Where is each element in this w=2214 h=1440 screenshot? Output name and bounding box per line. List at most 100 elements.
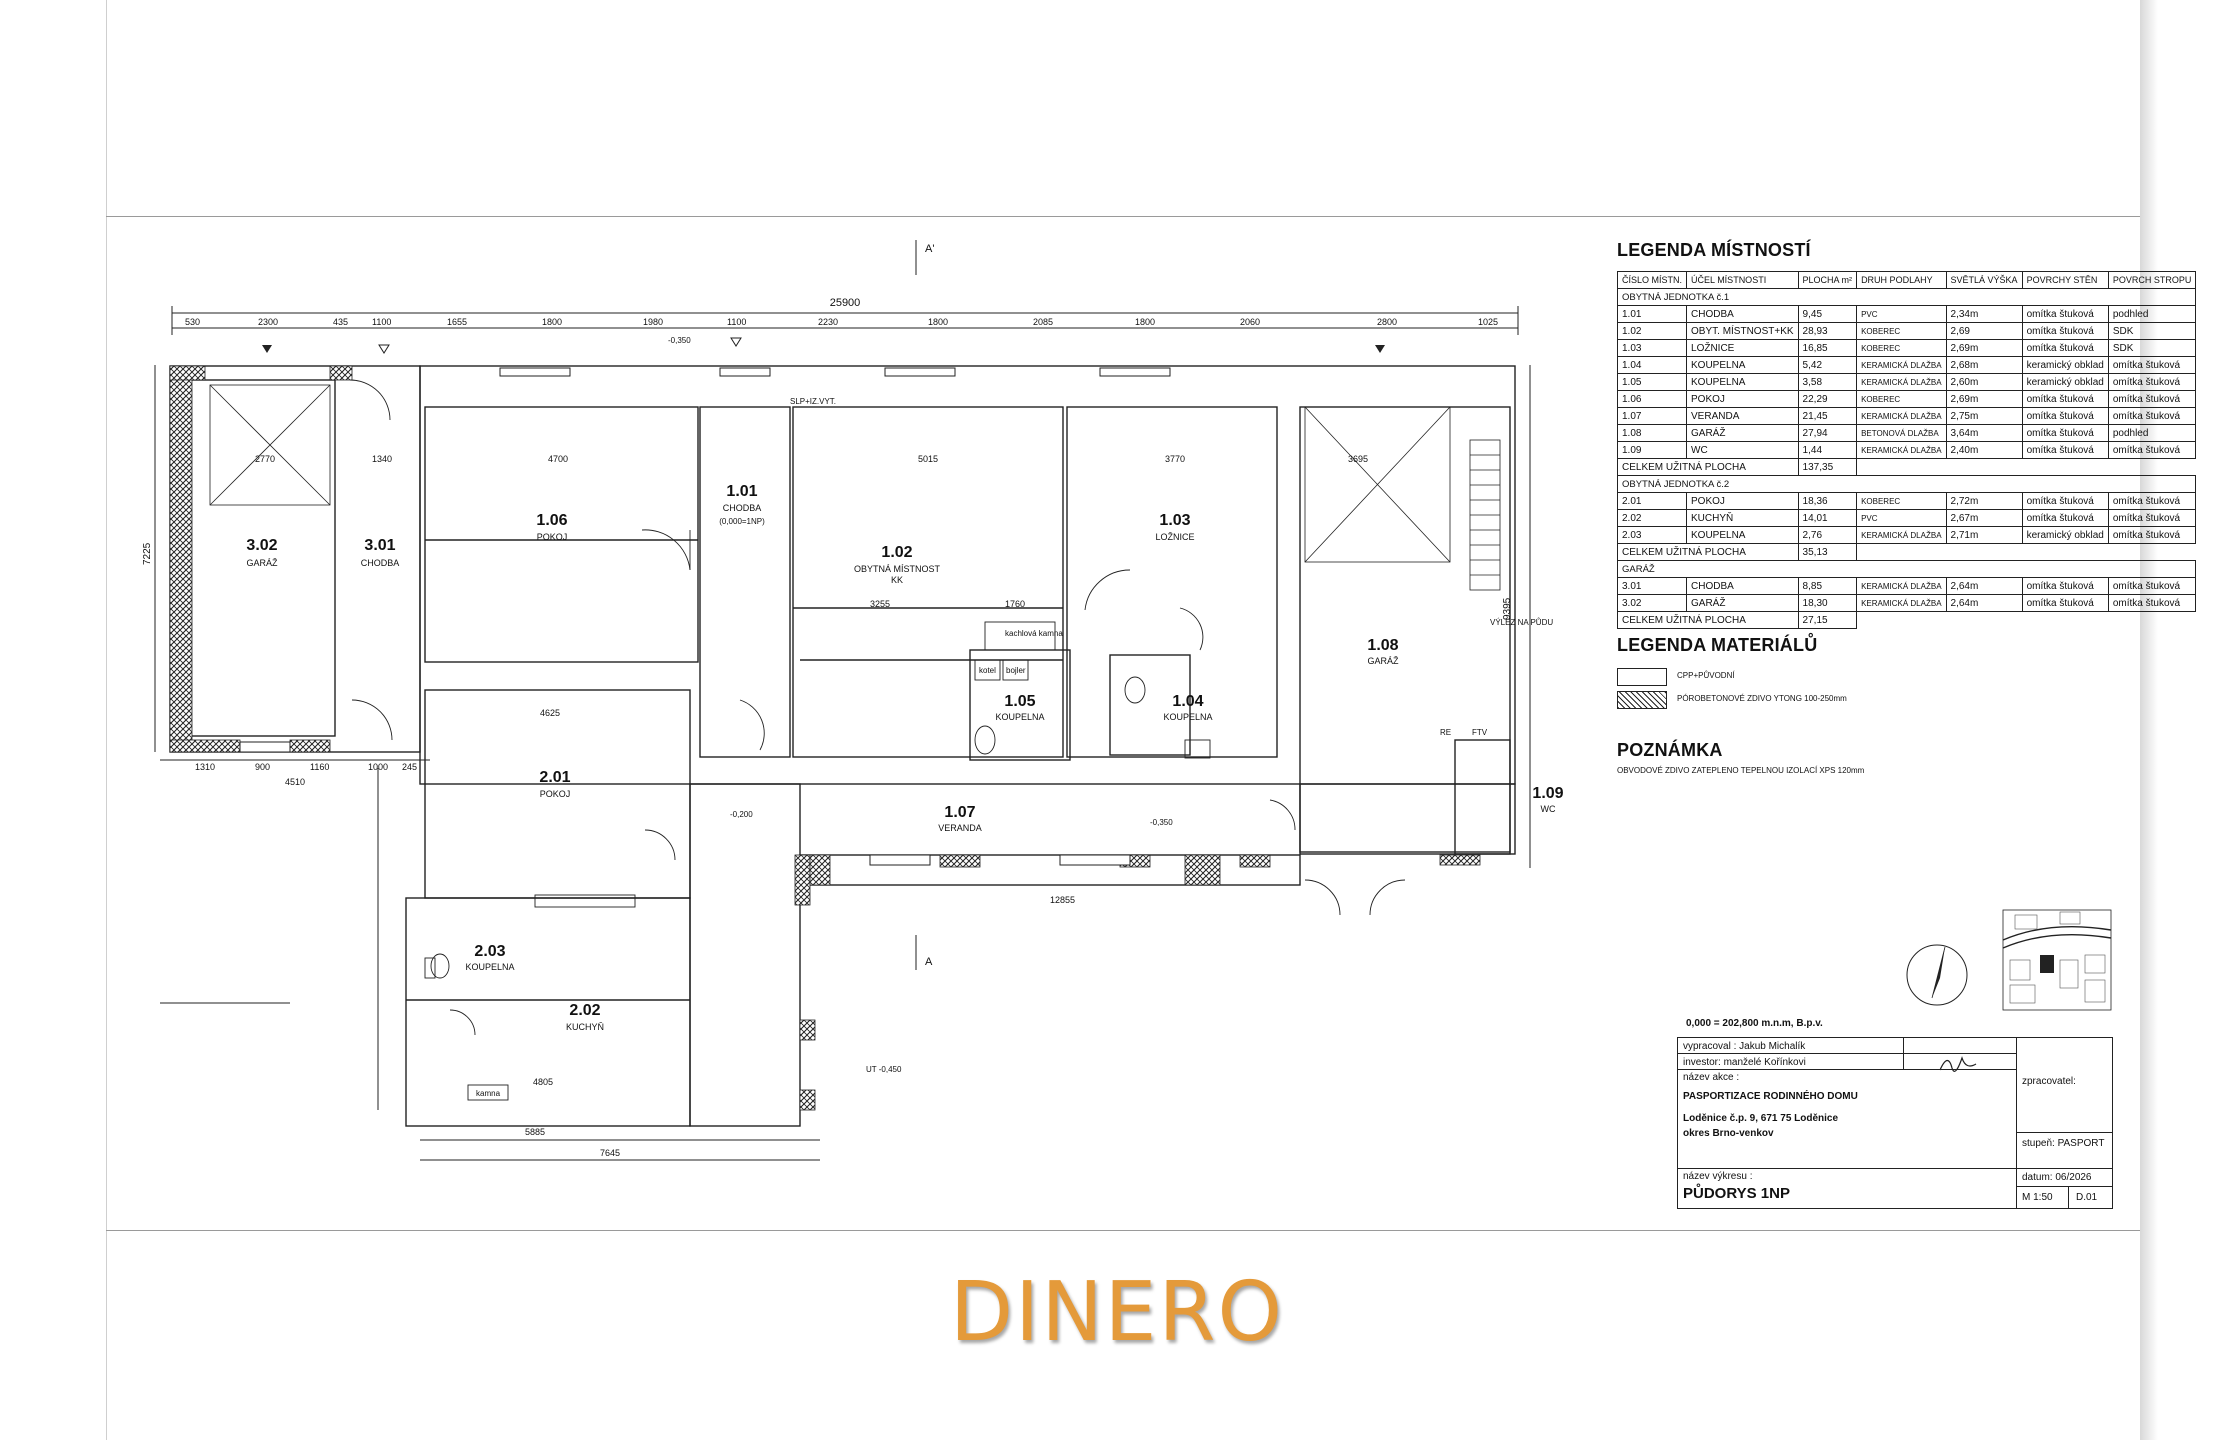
legend-total-label: CELKEM UŽITNÁ PLOCHA	[1617, 543, 1799, 561]
level-label: UT -0,450	[866, 1065, 902, 1074]
section-mark-top: A'	[925, 243, 934, 255]
ftv-label: FTV	[1472, 728, 1488, 737]
garage-void-marks	[209, 384, 1501, 591]
project-stage: stupeň: PASPORT	[2022, 1138, 2105, 1149]
prepared-by: vypracoval : Jakub Michalík	[1683, 1041, 1806, 1052]
room-number: 1.08	[1367, 637, 1398, 654]
room-name: KOUPELNA	[995, 712, 1044, 722]
sheet-top-rule	[106, 216, 2140, 217]
room-name: VERANDA	[938, 823, 982, 833]
legend-cell: KOBEREC	[1856, 339, 1947, 357]
legend-cell: 2,69m	[1945, 390, 2023, 408]
level-label: -0,200	[730, 810, 753, 819]
col-header: DRUH PODLAHY	[1856, 271, 1947, 289]
legend-cell: 1.05	[1616, 373, 1688, 391]
dim-text: 1100	[727, 317, 746, 327]
project-label: název akce :	[1683, 1072, 1740, 1083]
legend-cell: 8,85	[1797, 577, 1858, 595]
dim-text: 4805	[533, 1077, 553, 1087]
legend-cell: omítka štuková	[2107, 509, 2197, 527]
legend-cell: 28,93	[1797, 322, 1858, 340]
room-number: 2.02	[569, 1002, 600, 1019]
legend-group-row: OBYTNÁ JEDNOTKA č.2	[1616, 475, 2197, 493]
legend-cell: PVC	[1856, 305, 1947, 323]
top-chain-dimensions: 530 2300 435 1100 1655 1800 1980 1100 22…	[185, 317, 1498, 327]
slp-label: SLP+IZ.VYT.	[790, 397, 836, 406]
drawing-date: datum: 06/2026	[2022, 1172, 2092, 1183]
room-name: POKOJ	[540, 789, 571, 799]
legend-cell: BETONOVÁ DLAŽBA	[1856, 424, 1947, 442]
legend-cell: omítka štuková	[2021, 424, 2109, 442]
legend-cell: KOUPELNA	[1686, 373, 1799, 391]
room-sub-name: KK	[891, 575, 903, 585]
col-header: SVĚTLÁ VÝŠKA	[1945, 271, 2023, 289]
level-label: -0,350	[668, 336, 691, 345]
legend-header-row: ČÍSLO MÍSTN. ÚČEL MÍSTNOSTI PLOCHA m² DR…	[1616, 271, 2197, 289]
legend-cell: KERAMICKÁ DLAŽBA	[1856, 356, 1947, 374]
legend-cell: CHODBA	[1686, 577, 1799, 595]
drawing-scale: M 1:50	[2022, 1192, 2053, 1203]
dim-text: 1100	[372, 317, 391, 327]
legend-cell: 18,36	[1797, 492, 1858, 510]
materials-legend-title: LEGENDA MATERIÁLŮ	[1617, 635, 1818, 655]
legend-cell: 2.02	[1616, 509, 1688, 527]
note-title: POZNÁMKA	[1617, 740, 1723, 760]
title-block: vypracoval : Jakub Michalík investor: ma…	[1677, 1037, 2113, 1209]
address-line-1: Loděnice č.p. 9, 671 75 Loděnice	[1683, 1113, 1839, 1124]
legend-cell: 2,40m	[1945, 441, 2023, 459]
dim-text: 900	[255, 762, 270, 772]
dim-text: 5015	[918, 454, 938, 464]
room-number: 1.04	[1172, 693, 1203, 710]
dim-text: 4700	[548, 454, 568, 464]
dim-text: 3770	[1165, 454, 1185, 464]
boiler-label: kotel	[979, 666, 996, 675]
bottom-chain-dimensions: 1310 900 1160 1000 245 4510 7645 5885 46…	[195, 454, 1368, 1158]
room-number: 1.05	[1004, 693, 1035, 710]
material-label: PÓROBETONOVÉ ZDIVO YTONG 100-250mm	[1677, 694, 1847, 703]
sheet-bottom-rule	[106, 1230, 2140, 1231]
processor: zpracovatel:	[2022, 1076, 2076, 1087]
legend-cell: keramický obklad	[2021, 356, 2109, 374]
dim-text: 1160	[310, 762, 329, 772]
right-dimension: 9395	[1502, 597, 1513, 620]
dim-text: 1655	[447, 317, 467, 327]
legend-cell: KERAMICKÁ DLAŽBA	[1856, 373, 1947, 391]
col-header: ÚČEL MÍSTNOSTI	[1686, 271, 1799, 289]
legend-cell: 2,71m	[1945, 526, 2023, 544]
legend-cell: GARÁŽ	[1686, 424, 1799, 442]
legend-cell: omítka štuková	[2107, 390, 2197, 408]
material-label: CPP+PŮVODNÍ	[1677, 671, 1735, 680]
situation-map-icon	[2002, 909, 2112, 1011]
legend-cell: omítka štuková	[2107, 577, 2197, 595]
dim-text: 1000	[368, 762, 388, 772]
address-line-2: okres Brno-venkov	[1683, 1128, 1774, 1139]
legend-group-label: OBYTNÁ JEDNOTKA č.1	[1616, 288, 2197, 306]
legend-cell: omítka štuková	[2021, 390, 2109, 408]
legend-cell: 3.02	[1616, 594, 1688, 612]
signature-icon	[1939, 1056, 1977, 1072]
legend-cell: KUCHYŇ	[1686, 509, 1799, 527]
legend-cell: KOBEREC	[1856, 390, 1947, 408]
legend-cell: LOŽNICE	[1686, 339, 1799, 357]
legend-cell: 9,45	[1797, 305, 1858, 323]
legend-cell: omítka štuková	[2021, 594, 2109, 612]
legend-group-row: GARÁŽ	[1616, 560, 2197, 578]
legend-cell: KERAMICKÁ DLAŽBA	[1856, 577, 1947, 595]
legend-group-label: OBYTNÁ JEDNOTKA č.2	[1616, 475, 2197, 493]
room-name: WC	[1541, 804, 1556, 814]
legend-cell: omítka štuková	[2107, 373, 2197, 391]
col-header: PLOCHA m²	[1797, 271, 1858, 289]
legend-cell: omítka štuková	[2107, 356, 2197, 374]
room-number: 1.07	[944, 804, 975, 821]
legend-cell: podhled	[2107, 424, 2197, 442]
legend-cell: 21,45	[1797, 407, 1858, 425]
dim-text: 435	[333, 317, 348, 327]
legend-cell: 1.08	[1616, 424, 1688, 442]
dim-text: 2060	[1240, 317, 1260, 327]
legend-total-value: 137,35	[1797, 458, 1858, 476]
